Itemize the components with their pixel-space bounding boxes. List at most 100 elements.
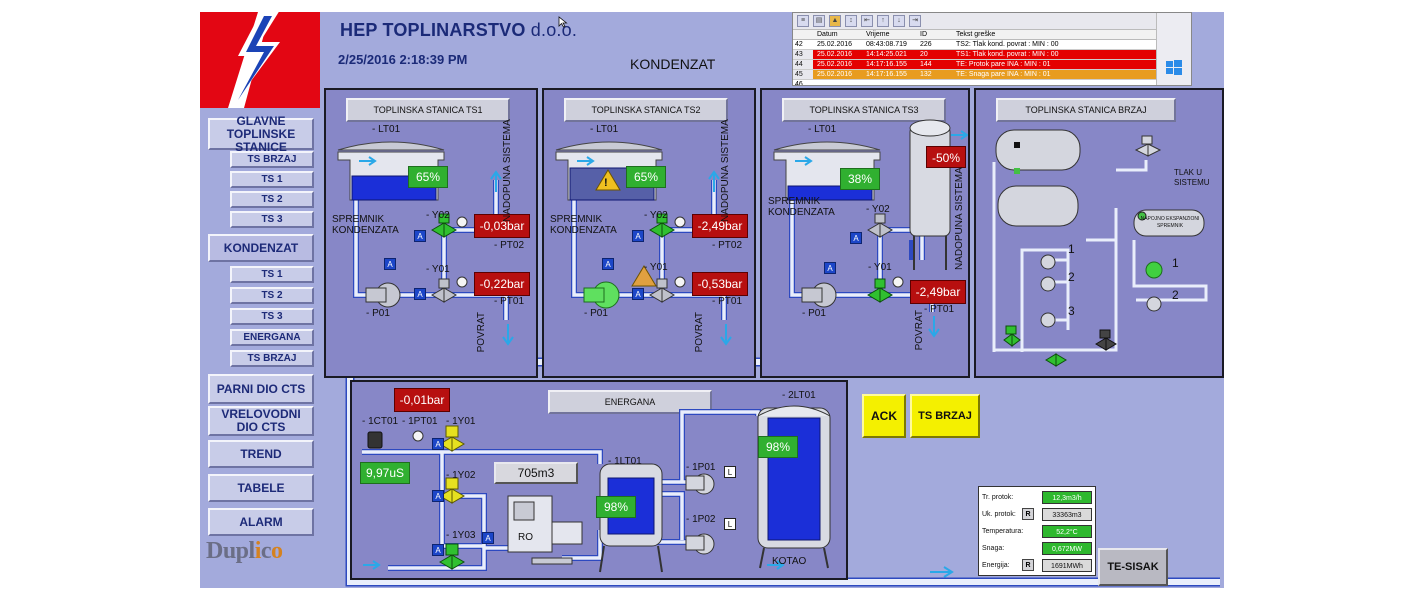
energana-y03-auto-badge[interactable]: A	[432, 544, 444, 556]
nav-kondenzat-ts2[interactable]: TS 2	[230, 287, 314, 304]
ts2-pump-auto-badge[interactable]: A	[602, 258, 614, 270]
nav-kondenzat-energana[interactable]: ENERGANA	[230, 329, 314, 346]
nav-glavne-ts2[interactable]: TS 2	[230, 191, 314, 208]
energana-y01-auto-badge[interactable]: A	[432, 438, 444, 450]
energana-ro-auto-badge[interactable]: A	[482, 532, 494, 544]
windows-logo-icon	[1166, 60, 1182, 75]
brzaj-exp-tank-label: NAPOJNO EKSPANZIONI SPREMNIK	[1140, 216, 1200, 229]
energana-2lt01-value: 98%	[758, 436, 798, 458]
inlet-arrow-icon	[795, 156, 813, 166]
ts1-lt01-label: - LT01	[372, 124, 401, 135]
outlet-arrow-icon	[951, 130, 968, 140]
energana-ro-label: RO	[518, 532, 533, 543]
info-row-temperatura: Temperatura: 52,2°C	[982, 525, 1092, 539]
ts3-level-value: 38%	[840, 168, 880, 190]
ts3-valve-y02-auto-badge[interactable]: A	[850, 232, 862, 244]
inlet-arrow-icon	[359, 156, 377, 166]
ts3-lt01-label: - LT01	[808, 124, 837, 135]
ts3-pt01-label: - PT01	[924, 304, 955, 315]
energana-ct-label: - 1CT01	[362, 416, 399, 427]
flow-arrow-up-icon	[490, 170, 502, 192]
info-row-snaga: Snaga: 0,672MW	[982, 542, 1092, 556]
flow-arrow-right-icon	[930, 566, 954, 578]
scada-window: HEP TOPLINARSTVO d.o.o. 2/25/2016 2:18:3…	[200, 12, 1224, 588]
filter-icon[interactable]: ▤	[813, 15, 825, 27]
nav-vrelovodni-dio-cts[interactable]: VRELOVODNI DIO CTS	[208, 406, 314, 436]
next-icon[interactable]: ↓	[893, 15, 905, 27]
energana-y02-auto-badge[interactable]: A	[432, 490, 444, 502]
ts3-y01-label: - Y01	[868, 262, 892, 273]
ts2-y01-label: - Y01	[644, 262, 668, 273]
alarm-toolbar: ≡ ▤ ▲ ↕ ⇤ ↑ ↓ ⇥	[793, 13, 1191, 30]
color-icon[interactable]: ▲	[829, 15, 841, 27]
energana-pt-label: - 1PT01	[402, 416, 438, 427]
energana-y03-label: - 1Y03	[446, 530, 476, 541]
nav-trend[interactable]: TREND	[208, 440, 314, 468]
ts-brzaj-button[interactable]: TS BRZAJ	[910, 394, 980, 438]
energana-1p02-local-badge[interactable]: L	[724, 518, 736, 530]
alarm-side-panel	[1156, 13, 1191, 85]
ts1-p01-label: - P01	[366, 308, 390, 319]
te-sisak-button[interactable]: TE-SISAK	[1098, 548, 1168, 586]
reset-energija-button[interactable]: R	[1022, 559, 1034, 571]
energana-y02-label: - 1Y02	[446, 470, 476, 481]
last-icon[interactable]: ⇥	[909, 15, 921, 27]
table-row[interactable]: 46	[793, 80, 1191, 85]
alarm-log-table[interactable]: ≡ ▤ ▲ ↕ ⇤ ↑ ↓ ⇥ Datum Vrijeme ID Tekst g…	[792, 12, 1192, 86]
reset-uk-protok-button[interactable]: R	[1022, 508, 1034, 520]
first-icon[interactable]: ⇤	[861, 15, 873, 27]
ts1-valve-y01-auto-badge[interactable]: A	[414, 288, 426, 300]
ts2-nadopuna-label: NADOPUNA SISTEMA	[720, 119, 731, 222]
brzaj-pump2-2-label: 2	[1172, 288, 1179, 302]
brzaj-pump-1-label: 1	[1068, 242, 1075, 256]
panel-energana: ENERGANA	[350, 380, 848, 580]
ts2-tank-label: SPREMNIK KONDENZATA	[550, 214, 617, 236]
ts1-povrat-label: POVRAT	[476, 312, 487, 353]
ts2-lt01-label: - LT01	[590, 124, 619, 135]
ts2-warning-icon: !	[604, 177, 608, 189]
nav-kondenzat[interactable]: KONDENZAT	[208, 234, 314, 262]
ts2-valve-y02-auto-badge[interactable]: A	[632, 230, 644, 242]
energana-kotao-label: KOTAO	[772, 556, 807, 567]
lightning-logo-icon	[200, 12, 320, 108]
inlet-arrow-icon	[577, 156, 595, 166]
nav-kondenzat-ts-brzaj[interactable]: TS BRZAJ	[230, 350, 314, 367]
ts1-pt02-label: - PT02	[494, 240, 525, 251]
ts3-pump-auto-badge[interactable]: A	[824, 262, 836, 274]
energana-conductivity-value: 9,97uS	[360, 462, 410, 484]
nav-glavne-toplinske-stanice[interactable]: GLAVNE TOPLINSKE STANICE	[208, 114, 314, 153]
prev-icon[interactable]: ↑	[877, 15, 889, 27]
nav-tabele[interactable]: TABELE	[208, 474, 314, 502]
panel-ts-brzaj: TOPLINSKA STANICA BRZAJ	[974, 88, 1224, 378]
panel-ts3: TOPLINSKA STANICA TS3	[760, 88, 970, 378]
sort-icon[interactable]: ↕	[845, 15, 857, 27]
ts2-valve-y01-auto-badge[interactable]: A	[632, 288, 644, 300]
nav-kondenzat-ts1[interactable]: TS 1	[230, 266, 314, 283]
ts1-pump-auto-badge[interactable]: A	[384, 258, 396, 270]
energana-diagram	[362, 405, 831, 573]
nav-kondenzat-ts3[interactable]: TS 3	[230, 308, 314, 325]
ts3-pt01-value: -2,49bar	[910, 280, 966, 304]
energana-1p01-local-badge[interactable]: L	[724, 466, 736, 478]
energana-ro-volume-value: 705m3	[494, 462, 578, 484]
ts2-povrat-label: POVRAT	[694, 312, 705, 353]
nav-glavne-ts1[interactable]: TS 1	[230, 171, 314, 188]
ts1-nadopuna-label: NADOPUNA SISTEMA	[502, 119, 513, 222]
energana-pressure-value: -0,01bar	[394, 388, 450, 412]
nav-alarm[interactable]: ALARM	[208, 508, 314, 536]
outlet-arrow-icon	[767, 560, 785, 570]
nav-glavne-ts3[interactable]: TS 3	[230, 211, 314, 228]
nav-parni-dio-cts[interactable]: PARNI DIO CTS	[208, 374, 314, 404]
nav-glavne-ts-brzaj[interactable]: TS BRZAJ	[230, 151, 314, 168]
ts1-pt01-label: - PT01	[494, 296, 525, 307]
log-icon[interactable]: ≡	[797, 15, 809, 27]
energana-y01-label: - 1Y01	[446, 416, 476, 427]
ts1-valve-y02-auto-badge[interactable]: A	[414, 230, 426, 242]
ack-button[interactable]: ACK	[862, 394, 906, 438]
ts1-pt01-value: -0,22bar	[474, 272, 530, 296]
ts2-title: TOPLINSKA STANICA TS2	[564, 98, 728, 122]
